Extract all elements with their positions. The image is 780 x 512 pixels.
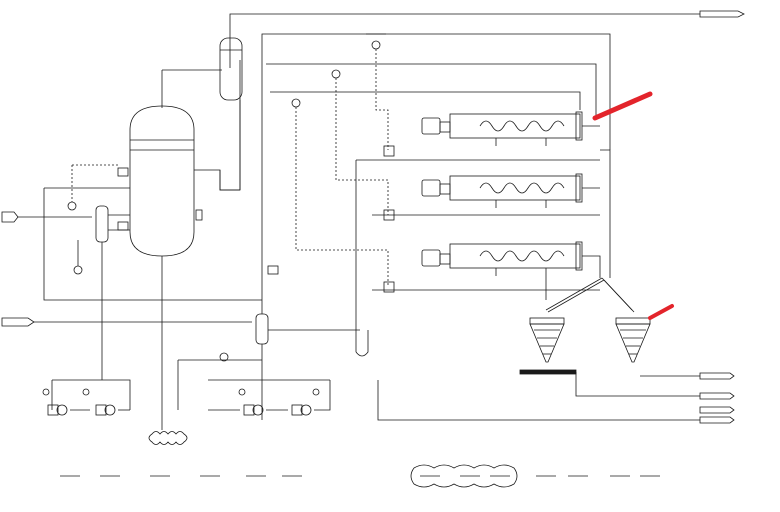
drive-motor-icon: [421, 179, 441, 197]
vertical-reactor-vessel-icon: [117, 105, 240, 430]
instrument-bubble-icon: [371, 40, 381, 50]
annotation-cloud-bottom-center: [410, 464, 518, 488]
instrument-bubble-icon: [331, 69, 341, 79]
overhead-condenser-icon: [219, 37, 243, 101]
instrument-bubble-icon: [291, 98, 301, 108]
instrument-bubble-icon: [267, 265, 279, 275]
centrifugal-pump-icon: [47, 404, 68, 416]
pump-row: [42, 352, 331, 416]
screw-dryer-1-icon: [421, 111, 600, 146]
annotation-red-scribble-hopper: [648, 304, 674, 320]
top-pipelines: [161, 10, 745, 300]
drive-motor-icon: [421, 117, 441, 135]
hopper-feed-lines: [545, 277, 635, 313]
instrument-bubbles-top: [291, 33, 389, 285]
cone-hopper-1-icon: [519, 317, 577, 375]
instrument-bubble-icon: [73, 265, 83, 275]
feed-heat-exchanger-icon: [95, 205, 109, 243]
dryer-instruments: [383, 145, 395, 293]
left-feed-section: [1, 164, 262, 380]
conveyor-belt: [519, 369, 577, 375]
centrifugal-pump-icon: [291, 404, 312, 416]
centrifugal-pump-icon: [95, 404, 116, 416]
screw-dryer-2-icon: [421, 173, 600, 208]
annotation-cloud-bottom-left: [148, 431, 188, 445]
instrument-bubble-icon: [67, 201, 77, 211]
middle-heat-exchanger-icon: [255, 265, 360, 420]
instrument-bubble-icon: [219, 352, 229, 362]
cone-hopper-2-icon: [615, 317, 651, 363]
outlet-arrow-top-right: [699, 10, 745, 18]
feed-arrow-left: [1, 317, 35, 327]
right-output-lines: [377, 372, 735, 424]
drive-motor-icon: [421, 249, 441, 267]
centrifugal-pump-icon: [243, 404, 264, 416]
annotation-red-scribble-dryer: [592, 91, 653, 121]
screw-dryer-3-icon: [421, 241, 601, 278]
left-bottom-feed: [1, 317, 252, 327]
inlet-arrow-left: [1, 211, 19, 223]
dryer-header-pipes: [355, 149, 611, 357]
